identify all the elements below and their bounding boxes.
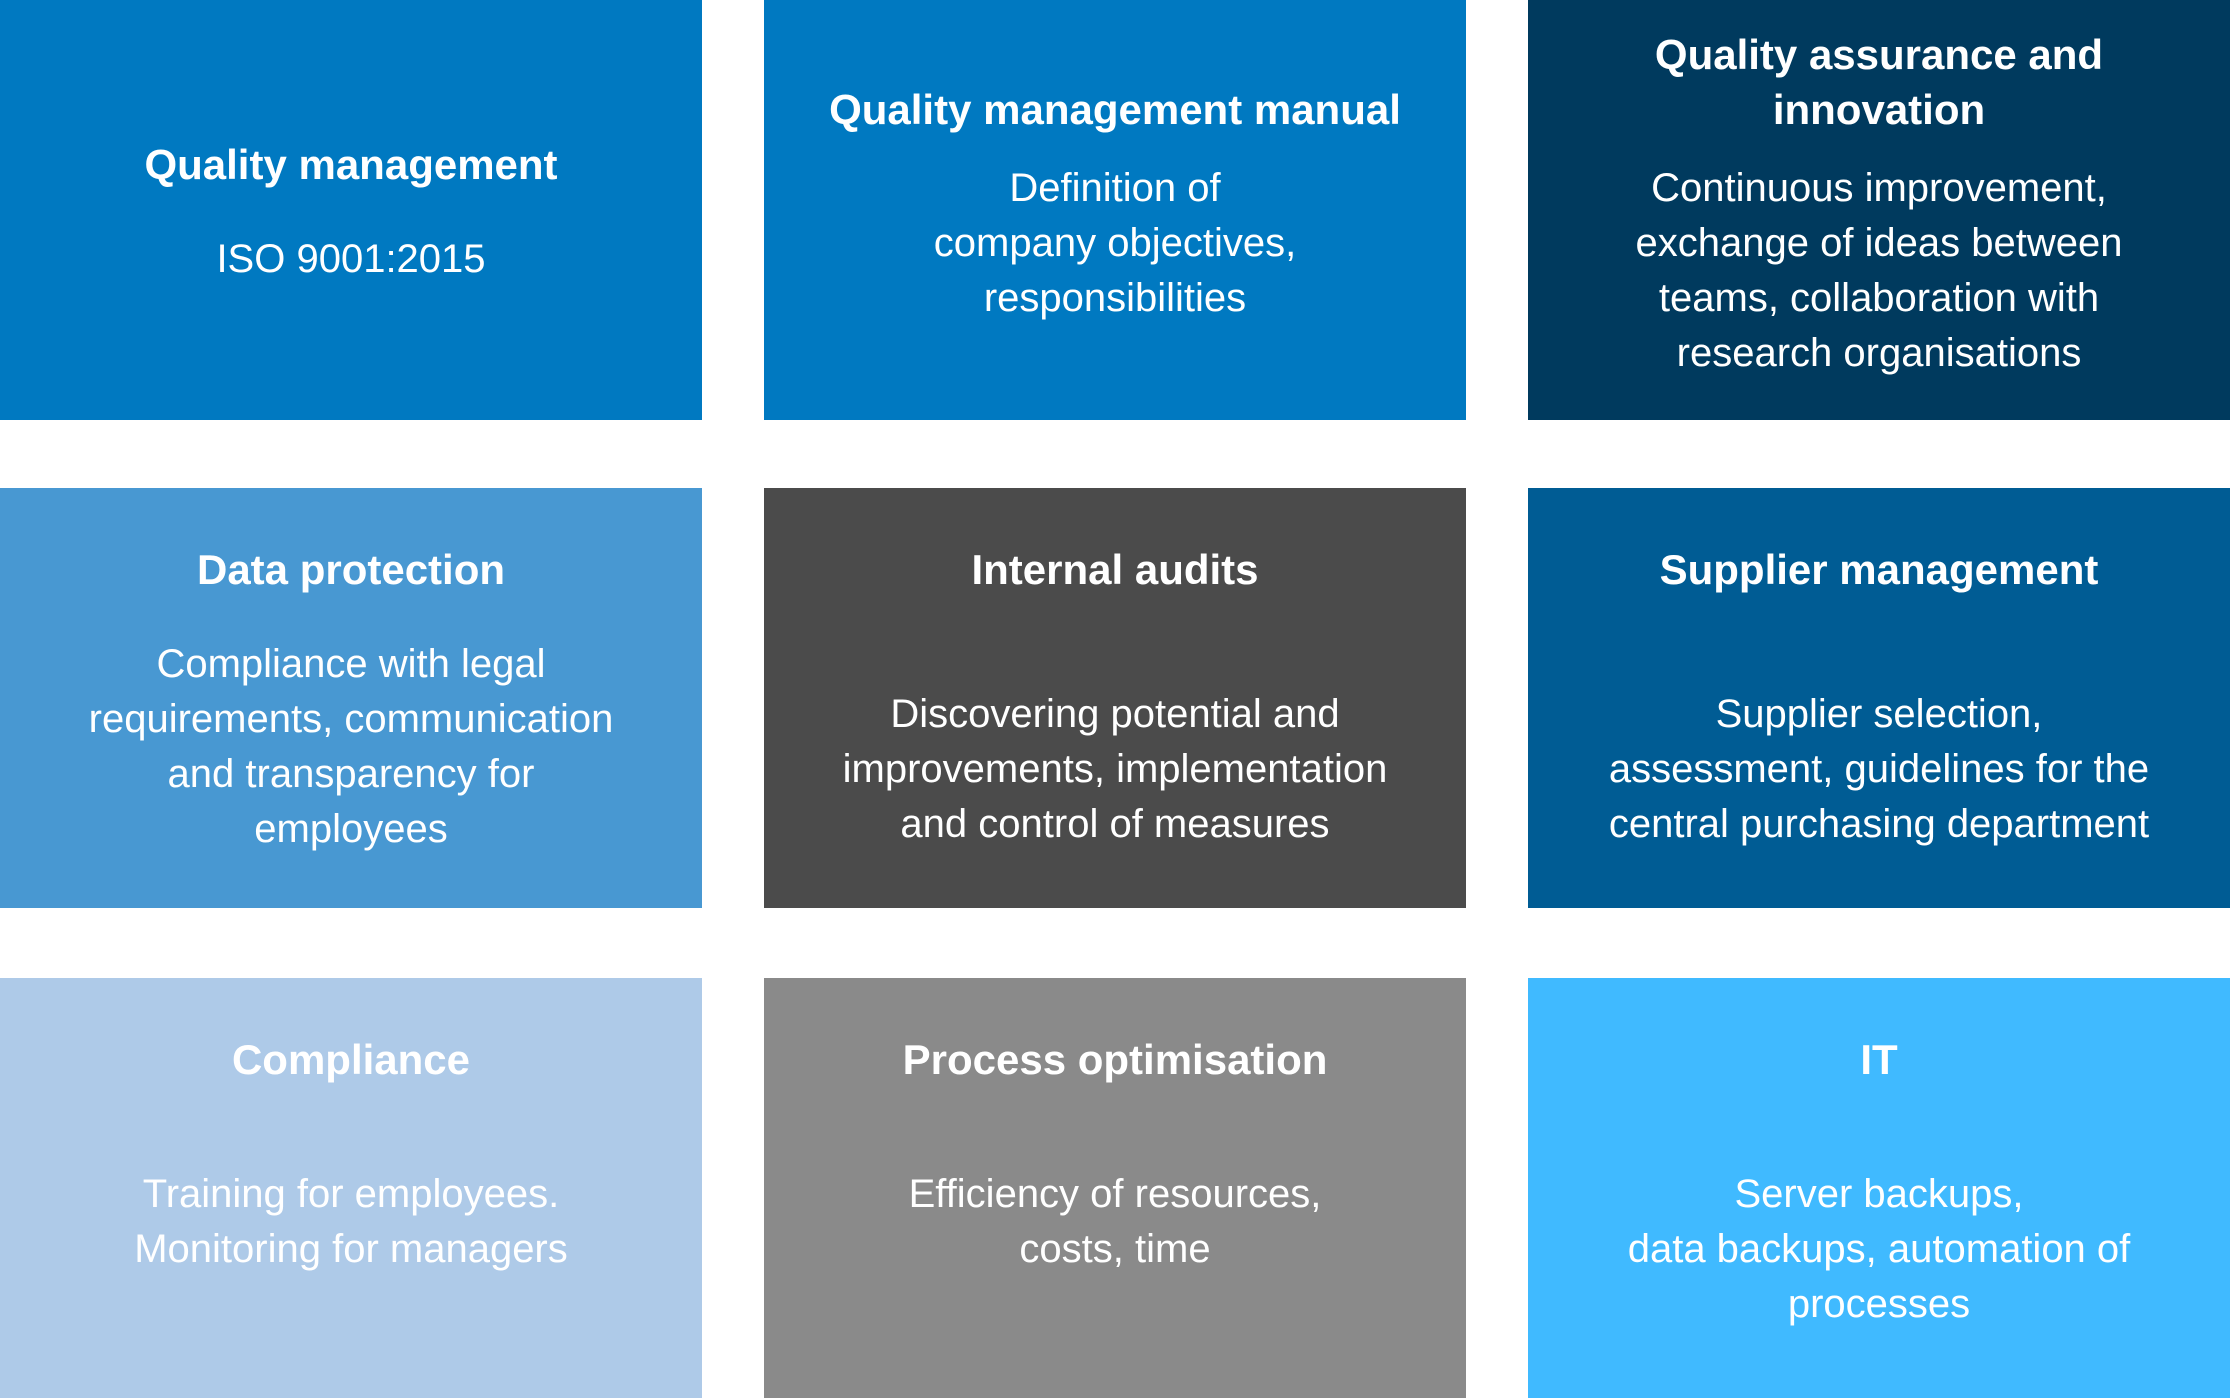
tile-title: Quality management (144, 141, 558, 188)
tile-data-protection: Data protection Compliance with legal re… (0, 488, 702, 908)
tile-body: Definition of company objectives, respon… (933, 166, 1297, 320)
tile-body: Efficiency of resources, costs, time (908, 1172, 1322, 1271)
tile-body: Discovering potential and improvements, … (842, 692, 1388, 846)
tile-title: Quality management manual (829, 86, 1401, 133)
tile-body: Supplier selection, assessment, guidelin… (1608, 692, 2150, 846)
tile-compliance: Compliance Training for employees. Monit… (0, 978, 702, 1398)
tile-body: Compliance with legal requirements, comm… (88, 642, 614, 851)
tile-title: Compliance (231, 1036, 471, 1083)
tile-title: Process optimisation (902, 1036, 1328, 1083)
tile-body: Training for employees. Monitoring for m… (134, 1172, 568, 1271)
tile-quality-assurance-innovation: Quality assurance and innovation Continu… (1528, 0, 2230, 420)
tile-title: Internal audits (971, 546, 1259, 593)
tile-title: Data protection (196, 546, 506, 593)
tile-title: Supplier management (1659, 546, 2099, 593)
tile-title: IT (1860, 1036, 1898, 1083)
tile-body: Continuous improvement, exchange of idea… (1635, 166, 2123, 375)
tile-title: Quality assurance and innovation (1654, 31, 2104, 133)
tile-supplier-management: Supplier management Supplier selection, … (1528, 488, 2230, 908)
tile-process-optimisation: Process optimisation Efficiency of resou… (764, 978, 1466, 1398)
tile-internal-audits: Internal audits Discovering potential an… (764, 488, 1466, 908)
tile-it: IT Server backups, data backups, automat… (1528, 978, 2230, 1398)
tile-quality-management-manual: Quality management manual Definition of … (764, 0, 1466, 420)
tile-quality-management: Quality management ISO 9001:2015 (0, 0, 702, 420)
tile-body: ISO 9001:2015 (216, 237, 486, 281)
tile-body: Server backups, data backups, automation… (1627, 1172, 2131, 1326)
